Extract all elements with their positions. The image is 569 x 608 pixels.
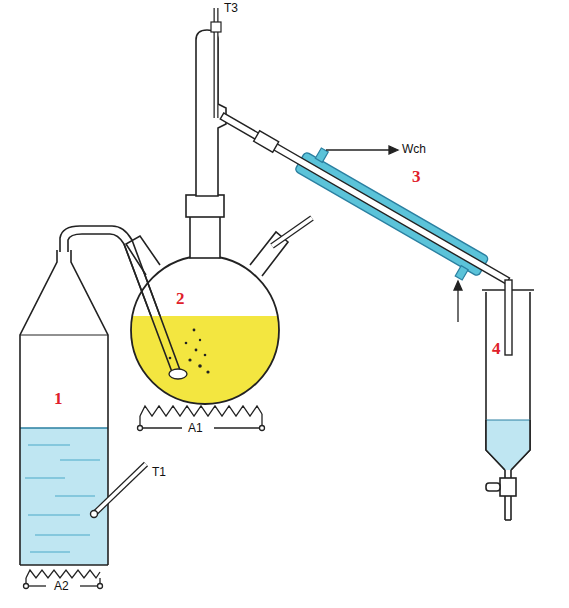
thermometer-label: T3 (224, 2, 238, 15)
condenser (211, 97, 519, 300)
heater-label: A1 (188, 422, 203, 435)
heater-label: A2 (54, 580, 69, 593)
water-outlet-label: Wch (402, 143, 426, 156)
callout-number: 2 (176, 290, 185, 309)
flask (120, 195, 312, 416)
callout-number: 4 (492, 340, 501, 359)
water-flow-arrow (326, 146, 462, 322)
steam-generator (20, 250, 108, 565)
callout-number: 1 (54, 390, 63, 409)
distillation-head (196, 8, 226, 196)
thermometer-label: T1 (152, 466, 166, 479)
thermometer (91, 464, 147, 518)
receiver (482, 280, 534, 520)
callout-number: 3 (412, 168, 421, 187)
